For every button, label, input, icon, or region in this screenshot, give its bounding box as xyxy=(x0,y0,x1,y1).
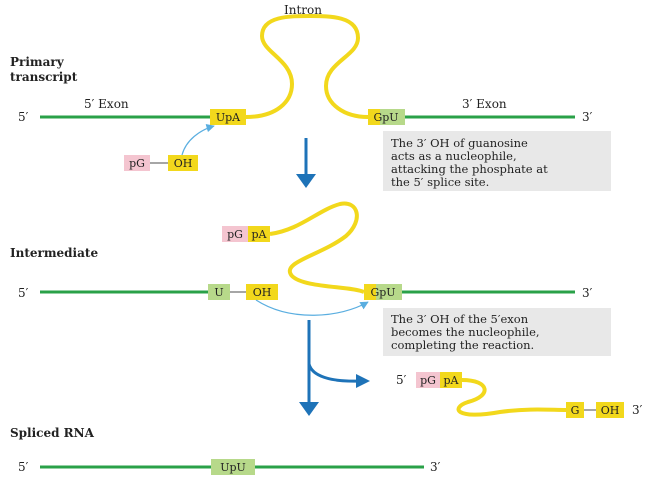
int-gpu-text: GpU xyxy=(370,286,395,299)
note1-box xyxy=(383,131,611,191)
int-three-prime: 3′ xyxy=(582,286,593,300)
note1-line2: acts as a nucleophile, xyxy=(391,149,517,163)
int-five-prime: 5′ xyxy=(18,286,29,300)
out-pg-box xyxy=(416,372,440,388)
int-pg-box xyxy=(222,226,248,242)
primary-label-line1: Primary xyxy=(10,55,65,69)
int-pg-text: pG xyxy=(227,228,243,241)
upu-box xyxy=(211,459,255,475)
primary-five-prime: 5′ xyxy=(18,110,29,124)
intron-label: Intron xyxy=(284,3,322,17)
note2-line2: becomes the nucleophile, xyxy=(391,325,540,339)
attack-arrow-2 xyxy=(255,299,369,316)
int-pa-text: pA xyxy=(252,228,268,241)
out-pg-text: pG xyxy=(420,374,436,387)
branch-arrow-shaft xyxy=(307,363,361,383)
primary-label-line2: transcript xyxy=(10,70,78,84)
note1-line3: attacking the phosphate at xyxy=(391,162,548,176)
out-oh-text: OH xyxy=(601,404,620,417)
out-g-box xyxy=(566,402,584,418)
spliced-five-prime: 5′ xyxy=(18,460,29,474)
out-oh-box xyxy=(596,402,624,418)
note2-line1: The 3′ OH of the 5′exon xyxy=(391,312,529,326)
gpu-text: GpU xyxy=(373,111,398,124)
note2-box xyxy=(383,308,611,356)
step-arrow-2-head xyxy=(299,402,319,416)
primary-intron-loop xyxy=(245,13,369,119)
out-three-prime: 3′ xyxy=(632,403,643,417)
pg-box xyxy=(124,155,150,171)
oh-box xyxy=(168,155,198,171)
five-exon-label: 5′ Exon xyxy=(84,97,129,111)
note1-line4: the 5′ splice site. xyxy=(391,175,489,189)
attack-arrow-1 xyxy=(181,124,215,156)
intermediate-label: Intermediate xyxy=(10,246,98,260)
pg-text: pG xyxy=(129,157,145,170)
int-u-box xyxy=(208,284,230,300)
out-pa-text: pA xyxy=(444,374,460,387)
int-oh-box xyxy=(246,284,278,300)
out-pa-box xyxy=(440,372,462,388)
gpu-box-g xyxy=(368,109,380,125)
branch-arrow-head xyxy=(356,374,370,388)
intermediate-intron xyxy=(269,201,365,294)
out-five-prime: 5′ xyxy=(396,373,407,387)
spliced-three-prime: 3′ xyxy=(430,460,441,474)
oh-text: OH xyxy=(174,157,193,170)
out-intron xyxy=(456,378,567,417)
out-g-text: G xyxy=(571,404,580,417)
int-gpu-pu xyxy=(376,284,402,300)
int-pa-box xyxy=(248,226,270,242)
upu-text: UpU xyxy=(220,461,246,474)
int-gpu-g xyxy=(364,284,376,300)
step-arrow-1-head xyxy=(296,174,316,188)
spliced-label: Spliced RNA xyxy=(10,426,95,440)
int-u-text: U xyxy=(214,286,223,299)
three-exon-label: 3′ Exon xyxy=(462,97,507,111)
upa-text: UpA xyxy=(216,111,241,124)
upa-box xyxy=(210,109,246,125)
note1-line1: The 3′ OH of guanosine xyxy=(391,136,528,150)
note2-line3: completing the reaction. xyxy=(391,338,534,352)
primary-three-prime: 3′ xyxy=(582,110,593,124)
gpu-box-pu xyxy=(380,109,405,125)
int-oh-text: OH xyxy=(253,286,272,299)
